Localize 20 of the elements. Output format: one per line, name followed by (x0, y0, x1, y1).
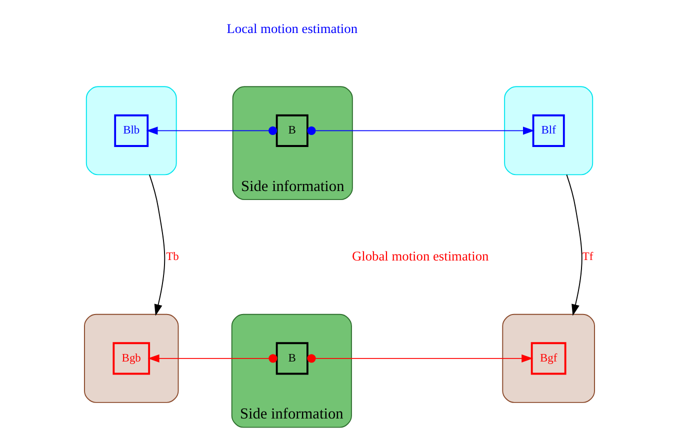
arrow (147, 354, 277, 363)
edge-label: Tb (166, 250, 178, 263)
cluster (502, 314, 594, 403)
arrow (306, 126, 534, 135)
label: Global motion estimation (352, 248, 488, 264)
cluster (85, 86, 176, 176)
arrow (306, 354, 533, 363)
edge-label: Tf (582, 250, 593, 263)
arrow (146, 126, 277, 135)
node-box: Blb (114, 114, 148, 147)
node-box: B (275, 342, 308, 375)
arrow (566, 174, 582, 316)
arrow (148, 174, 165, 316)
node-box: Blf (532, 114, 564, 147)
label: Local motion estimation (226, 20, 358, 36)
node-box: Bgf (530, 342, 566, 375)
cluster (84, 314, 178, 403)
cluster (504, 86, 593, 176)
node-box: B (275, 114, 308, 147)
node-box: Bgb (112, 342, 150, 375)
